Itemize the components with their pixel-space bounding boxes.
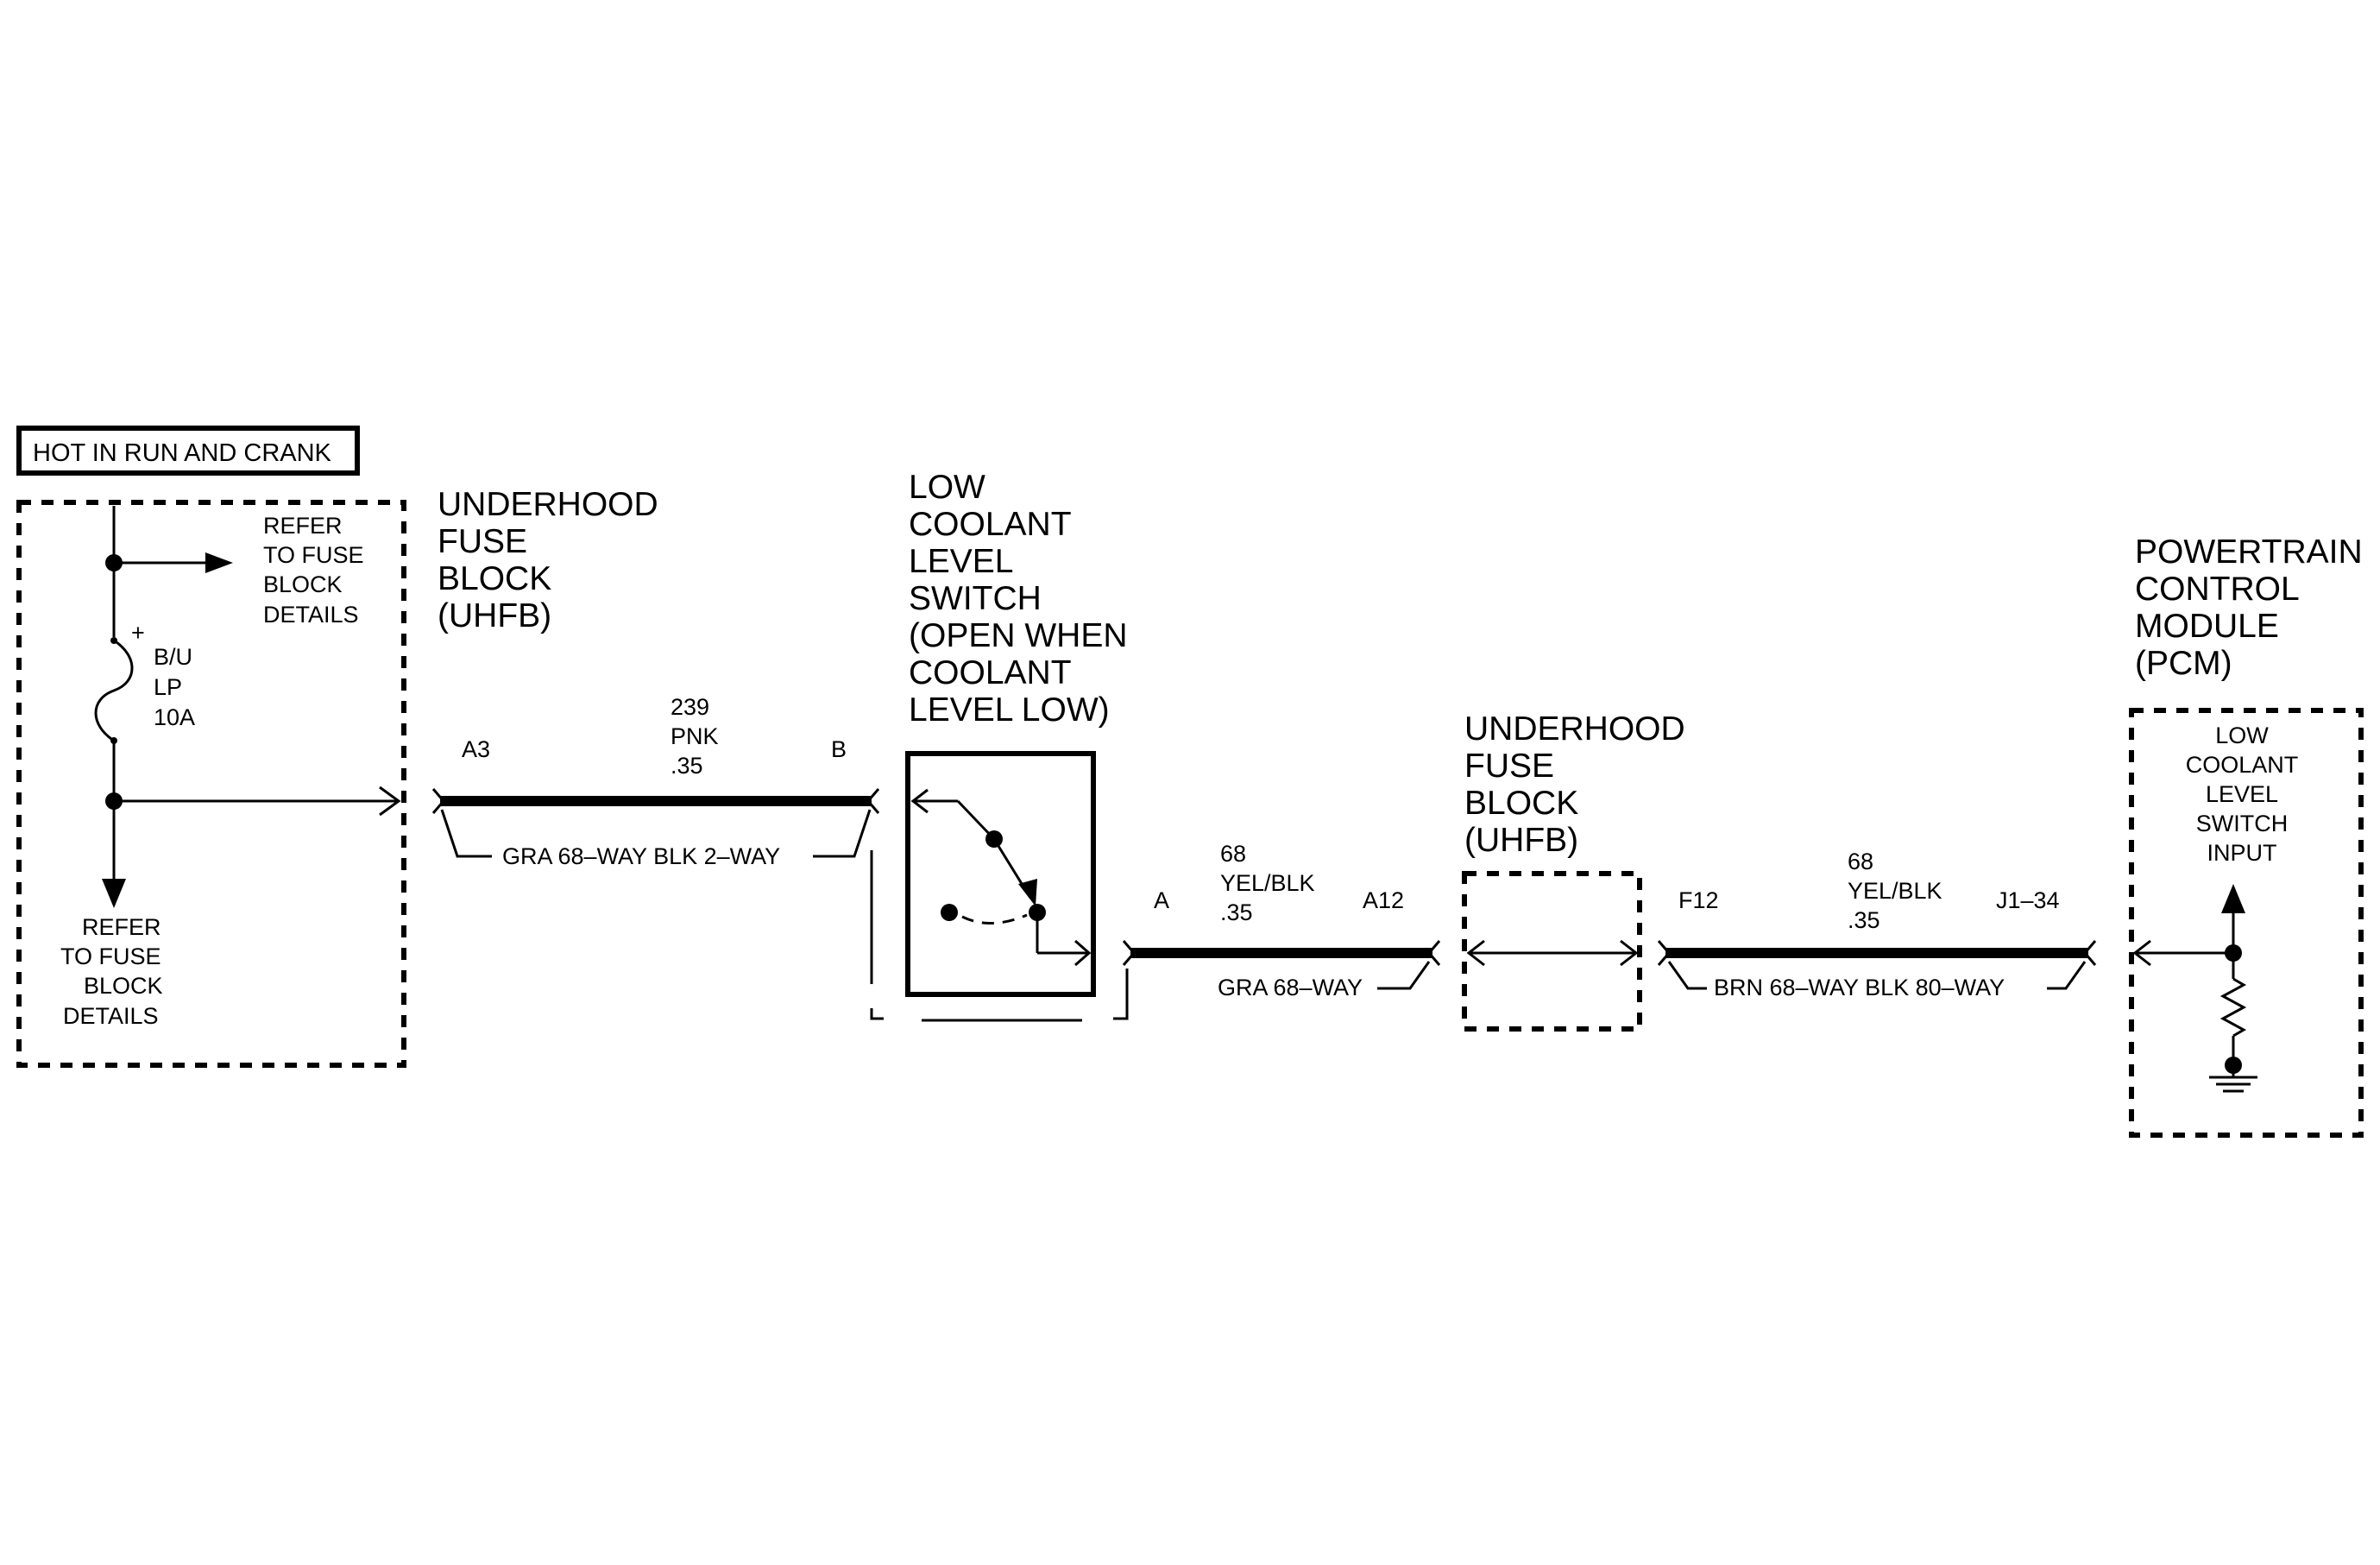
pin-a3: A3 bbox=[462, 736, 490, 762]
uhfb1-title-4: (UHFB) bbox=[438, 597, 551, 634]
harness-1-connectors: GRA 68–WAY BLK 2–WAY bbox=[502, 843, 780, 869]
resistor-icon bbox=[2219, 977, 2247, 1038]
switch-arm-arrow-icon bbox=[1018, 879, 1037, 906]
hot-in-run-label: HOT IN RUN AND CRANK bbox=[33, 439, 332, 467]
pin-b: B bbox=[831, 736, 847, 762]
refer-top-4: DETAILS bbox=[263, 602, 359, 628]
pin-a12: A12 bbox=[1363, 887, 1404, 913]
switch-title-6: COOLANT bbox=[909, 654, 1072, 691]
switch-title-7: LEVEL LOW) bbox=[909, 691, 1110, 729]
refer-top-2: TO FUSE bbox=[263, 542, 364, 568]
uhfb2-title-1: UNDERHOOD bbox=[1464, 710, 1685, 748]
uhfb2-title-4: (UHFB) bbox=[1464, 822, 1578, 859]
uhfb1-title-2: FUSE bbox=[438, 523, 527, 560]
hot-in-run-label-box bbox=[16, 426, 360, 476]
fuse-polarity: + bbox=[131, 620, 145, 646]
uhfb2-title-3: BLOCK bbox=[1464, 785, 1578, 822]
wire-239-1: 239 bbox=[671, 694, 709, 720]
wire-68-a-1: 68 bbox=[1220, 841, 1246, 867]
pcm-input-5: INPUT bbox=[2207, 840, 2277, 866]
uhfb1-title-1: UNDERHOOD bbox=[438, 486, 658, 523]
refer-bottom-1: REFER bbox=[82, 914, 161, 940]
refer-top-1: REFER bbox=[263, 513, 343, 539]
arrow-up-icon bbox=[2221, 884, 2245, 913]
pcm-dashed-box bbox=[2129, 708, 2364, 1138]
pin-j1-34: J1–34 bbox=[1996, 887, 2060, 913]
harness-2-connector: GRA 68–WAY bbox=[1218, 975, 1363, 1000]
pcm-title-3: MODULE bbox=[2135, 608, 2279, 645]
fuse-label-3: 10A bbox=[154, 704, 195, 730]
arrow-down-icon bbox=[102, 879, 126, 908]
fuse-label-2: LP bbox=[154, 674, 182, 700]
pcm-input-4: SWITCH bbox=[2196, 811, 2288, 836]
switch-title-2: COOLANT bbox=[909, 506, 1072, 543]
fuse-label-1: B/U bbox=[154, 644, 192, 670]
pcm-title-4: (PCM) bbox=[2135, 645, 2232, 682]
refer-top-3: BLOCK bbox=[263, 571, 343, 597]
wire-68-a-3: .35 bbox=[1220, 899, 1253, 925]
switch-box bbox=[905, 751, 1096, 997]
wire-68-b-3: .35 bbox=[1848, 907, 1880, 933]
arrow-right-icon bbox=[205, 552, 233, 573]
wire-239-3: .35 bbox=[671, 753, 703, 779]
uhfb2-dashed-box bbox=[1462, 871, 1642, 1032]
switch-contact bbox=[941, 904, 958, 921]
refer-bottom-2: TO FUSE bbox=[60, 943, 161, 969]
pin-a: A bbox=[1154, 887, 1169, 913]
pin-f12: F12 bbox=[1678, 887, 1719, 913]
refer-bottom-3: BLOCK bbox=[84, 973, 163, 999]
uhfb1-title-3: BLOCK bbox=[438, 560, 551, 597]
fuse-block-dashed-box bbox=[16, 500, 406, 1068]
switch-title-1: LOW bbox=[909, 469, 985, 506]
wire-239-2: PNK bbox=[671, 723, 719, 749]
refer-bottom-4: DETAILS bbox=[63, 1003, 159, 1029]
switch-title-5: (OPEN WHEN bbox=[909, 617, 1128, 654]
wire-68-b-2: YEL/BLK bbox=[1848, 878, 1942, 904]
wire-68-a-2: YEL/BLK bbox=[1220, 870, 1315, 896]
harness-3-connectors: BRN 68–WAY BLK 80–WAY bbox=[1714, 975, 2005, 1000]
uhfb2-title-2: FUSE bbox=[1464, 748, 1554, 785]
ground-icon bbox=[2209, 1065, 2257, 1093]
pcm-input-3: LEVEL bbox=[2206, 781, 2278, 807]
fuse-icon bbox=[94, 639, 134, 742]
switch-title-4: SWITCH bbox=[909, 580, 1042, 617]
pcm-input-1: LOW bbox=[2215, 723, 2269, 748]
pcm-input-2: COOLANT bbox=[2186, 752, 2299, 778]
switch-title-3: LEVEL bbox=[909, 543, 1013, 580]
pcm-title-1: POWERTRAIN bbox=[2135, 533, 2363, 571]
pcm-title-2: CONTROL bbox=[2135, 571, 2300, 608]
wire-68-b-1: 68 bbox=[1848, 849, 1873, 874]
